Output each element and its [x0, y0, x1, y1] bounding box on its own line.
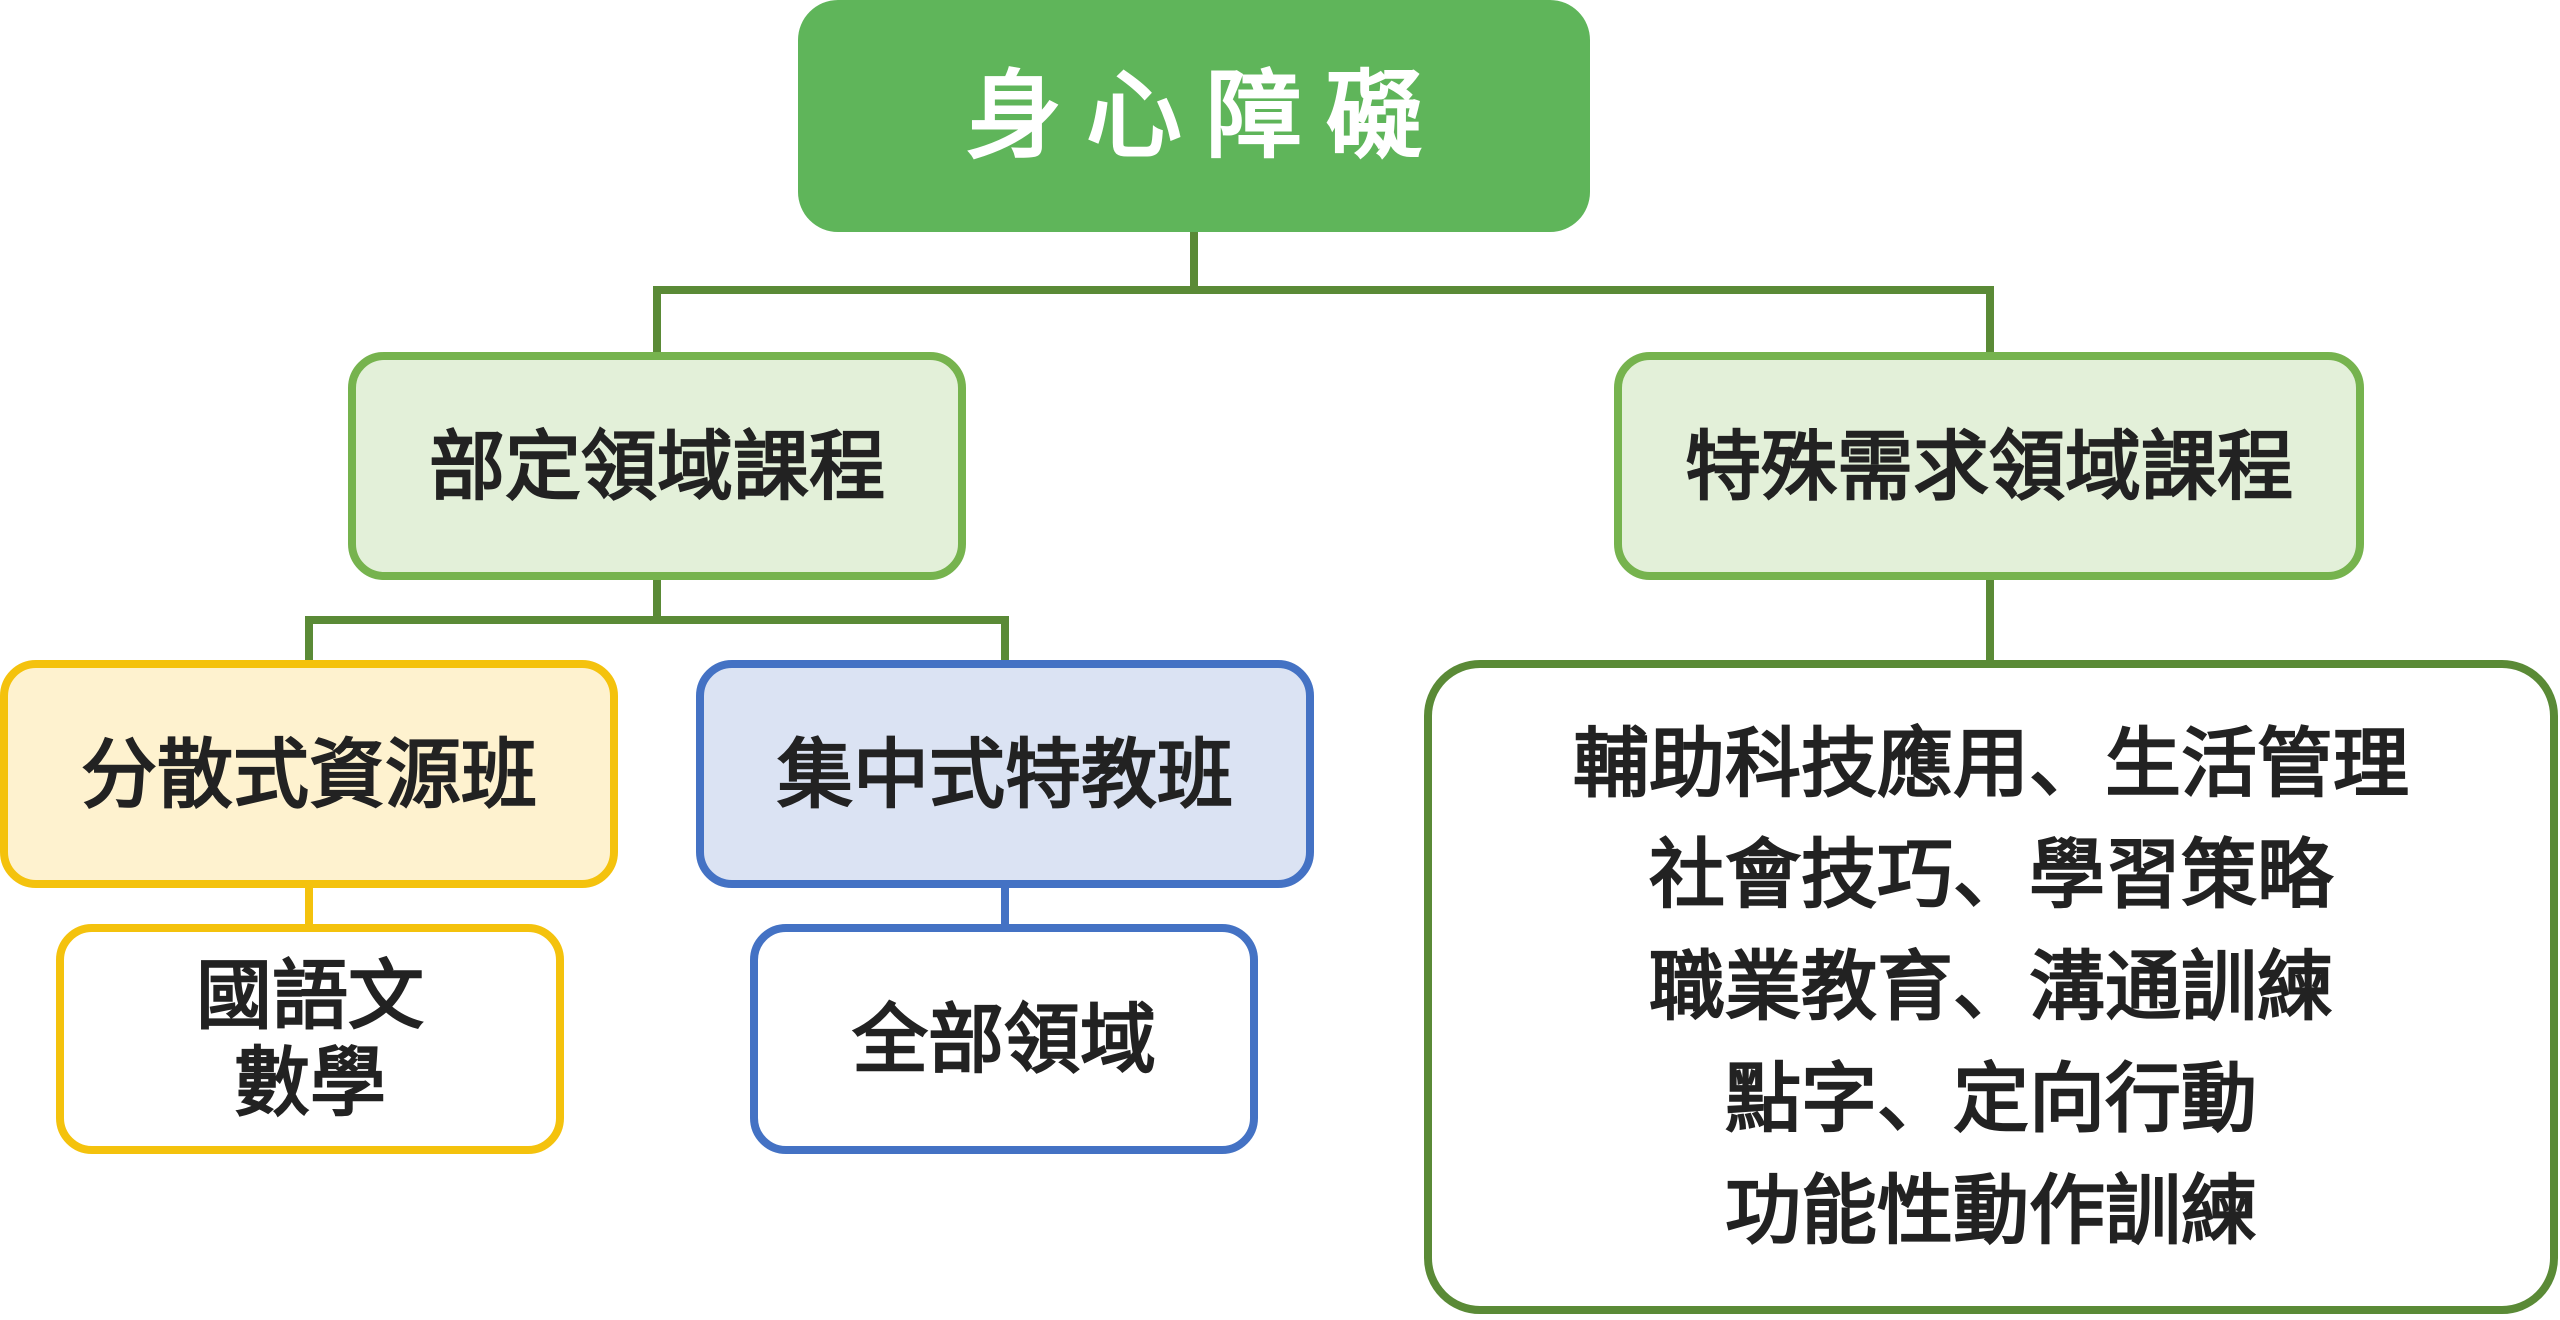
root-label: 身心障礙: [966, 60, 1446, 172]
resource-class-node: 分散式資源班: [0, 660, 618, 888]
special-subject-item: 社會技巧、學習策略: [1649, 830, 2333, 920]
special-curriculum-node: 特殊需求領域課程: [1614, 352, 2364, 580]
special-subjects-node: 輔助科技應用、生活管理 社會技巧、學習策略 職業教育、溝通訓練 點字、定向行動 …: [1424, 660, 2558, 1314]
general-curriculum-node: 部定領域課程: [348, 352, 966, 580]
general-to-placements-connector: [305, 576, 1009, 664]
root-to-branches-connector: [653, 228, 1994, 356]
resource-class-label: 分散式資源班: [81, 729, 537, 819]
centralized-subject-item: 全部領域: [852, 994, 1156, 1084]
centralized-class-label: 集中式特教班: [777, 729, 1233, 819]
centralized-class-node: 集中式特教班: [696, 660, 1314, 888]
special-curriculum-label: 特殊需求領域課程: [1685, 421, 2293, 511]
special-subject-item: 功能性動作訓練: [1725, 1165, 2257, 1255]
special-subject-item: 點字、定向行動: [1725, 1053, 2257, 1143]
centralized-subjects-node: 全部領域: [750, 924, 1258, 1154]
root-node: 身心障礙: [798, 0, 1590, 232]
resource-subject-item: 國語文: [196, 950, 424, 1040]
resource-subjects-node: 國語文 數學: [56, 924, 564, 1154]
general-curriculum-label: 部定領域課程: [429, 421, 885, 511]
resource-subject-item: 數學: [234, 1038, 386, 1127]
special-subject-item: 輔助科技應用、生活管理: [1573, 718, 2409, 808]
special-subject-item: 職業教育、溝通訓練: [1649, 942, 2333, 1032]
